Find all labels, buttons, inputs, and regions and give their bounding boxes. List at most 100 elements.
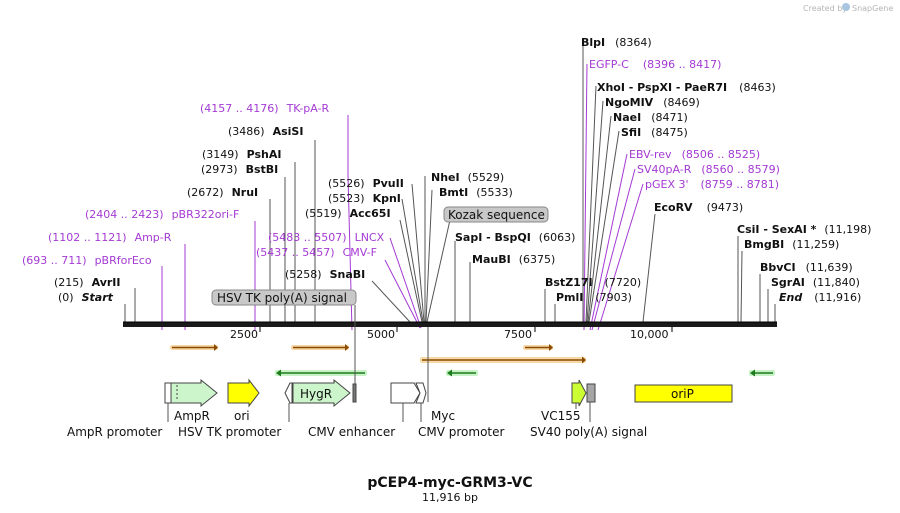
site-bstz17i: BstZ17I (7720) [545,276,641,289]
hygr-arrow [292,378,351,408]
site-pos: (11,840) [813,276,860,289]
cmv-promoter-label: CMV promoter [418,425,505,439]
primer-pbr322ori-f: (2404 .. 2423)pBR322ori-F [85,208,239,221]
tick-label: 5000 [367,328,395,341]
tick-label: 10,000 [630,328,669,341]
site-name: PmlI [556,291,583,304]
site-pos: (0) [58,291,74,304]
site-pos: (5526) [328,177,365,190]
cmv-promoter-shape [415,382,427,404]
site-name: pGEX 3' [645,178,689,191]
site-pos: (2973) [201,163,238,176]
primer-cmv-f: (5437 .. 5457)CMV-F [256,246,377,259]
site-pos: (5529) [468,171,505,184]
site-name: BmgBI [744,238,784,251]
site-name: MauBI [472,253,511,266]
site-nrui: (2672) NruI [187,186,258,199]
vc155-label: VC155 [541,409,581,423]
snapgene-logo-icon [842,3,850,11]
site-name: KpnI [373,192,401,205]
site-lines [124,42,776,331]
site-name: pBRforEco [95,254,152,267]
orip-label: oriP [671,387,694,401]
site-name: Acc65I [350,207,391,220]
primer-tk-pa-r: (4157 .. 4176) TK-pA-R [200,102,330,115]
site-name: EBV-rev [629,148,672,161]
tick-label: 2500 [230,328,258,341]
site-pos: (11,259) [792,238,839,251]
site-pos: (3486) [228,125,265,138]
site-pos: (5533) [476,186,513,199]
site-maubi: MauBI(6375) [472,253,555,266]
site-name: BlpI [581,36,605,49]
site-pvuii: (5526)PvuII [328,177,404,190]
axis-ticks [259,327,673,332]
orip-box [634,384,733,403]
ampr-promoter-shape [164,382,172,404]
site-name: LNCX [355,231,385,244]
ampr-arrow [170,378,218,408]
credit-text: Created by [803,4,847,13]
plasmid-size: 11,916 bp [422,491,478,504]
site-kpni: (5523)KpnI [328,192,401,205]
site-name: XhoI - PspXI - PaeR7I [597,81,727,94]
site-pos: (5258) [285,268,322,281]
backbone [123,321,777,327]
site-name: NruI [232,186,259,199]
ori-arrow [227,378,260,408]
ori-label: ori [234,409,250,423]
site-bstbi: (2973)BstBI [201,163,278,176]
site-name: pBR322ori-F [172,208,240,221]
site-name: NheI [431,171,460,184]
site-bmti: BmtI(5533) [439,186,513,199]
site-name: NgoMIV [605,96,654,109]
site-name: BstZ17I [545,276,593,289]
site-ngomiv: NgoMIV(8469) [605,96,700,109]
site-pos: (9473) [707,201,744,214]
site-name: EGFP-C [589,58,629,71]
site-pos: (8759 .. 8781) [701,178,780,191]
hygr-label: HygR [300,387,332,401]
cmv-enhancer-label: CMV enhancer [308,425,395,439]
site-pos: (5437 .. 5457) [256,246,335,259]
site-pos: (7903) [595,291,632,304]
site-pos: (8364) [615,36,652,49]
site-name: SapI - BspQI [455,231,531,244]
site-pos: (4157 .. 4176) [200,102,279,115]
plasmid-name: pCEP4-myc-GRM3-VC [367,475,532,491]
site-pos: (7720) [605,276,642,289]
site-sapi: SapI - BspQI (6063) [455,231,575,244]
site-name: SgrAI [771,276,805,289]
box-label: HSV TK poly(A) signal [217,291,347,305]
site-pshai: (3149)PshAI [202,148,281,161]
site-naei: NaeI (8471) [613,111,688,124]
vc155-arrow [571,379,587,407]
site-name: End [779,291,802,304]
tick-label: 7500 [504,328,532,341]
hsv-tk-promoter-label: HSV TK promoter [178,425,281,439]
site-pos: (2672) [187,186,224,199]
site-pos: (8471) [651,111,688,124]
site-pos: (11,198) [824,223,871,236]
site-pos: (8463) [739,81,776,94]
box-label: Kozak sequence [448,208,545,222]
site-name: TK-pA-R [286,102,330,115]
primer-ebv-rev: EBV-rev(8506 .. 8525) [629,148,760,161]
site-pos: (6063) [539,231,576,244]
site-name: Start [82,291,114,304]
site-name: AvrII [92,276,121,289]
site-blpi: BlpI (8364) [581,36,652,49]
sv40-polya-label: SV40 poly(A) signal [530,425,647,439]
site-name: NaeI [613,111,641,124]
primer-pbrforeco: (693 .. 711)pBRforEco [22,254,152,267]
site-xhoi: XhoI - PspXI - PaeR7I (8463) [597,81,776,94]
site-pos: (11,639) [806,261,853,274]
primer-amp-r: (1102 .. 1121)Amp-R [48,231,172,244]
site-acc65i: (5519) Acc65I [305,207,391,220]
site-start: (0) Start [58,291,114,304]
site-name: SfiI [621,126,641,139]
feature-track: AmpR AmpR promoter ori HSV TK promoter H… [67,378,733,439]
credit-brand: SnapGene [852,4,893,13]
site-pos: (5519) [305,207,342,220]
